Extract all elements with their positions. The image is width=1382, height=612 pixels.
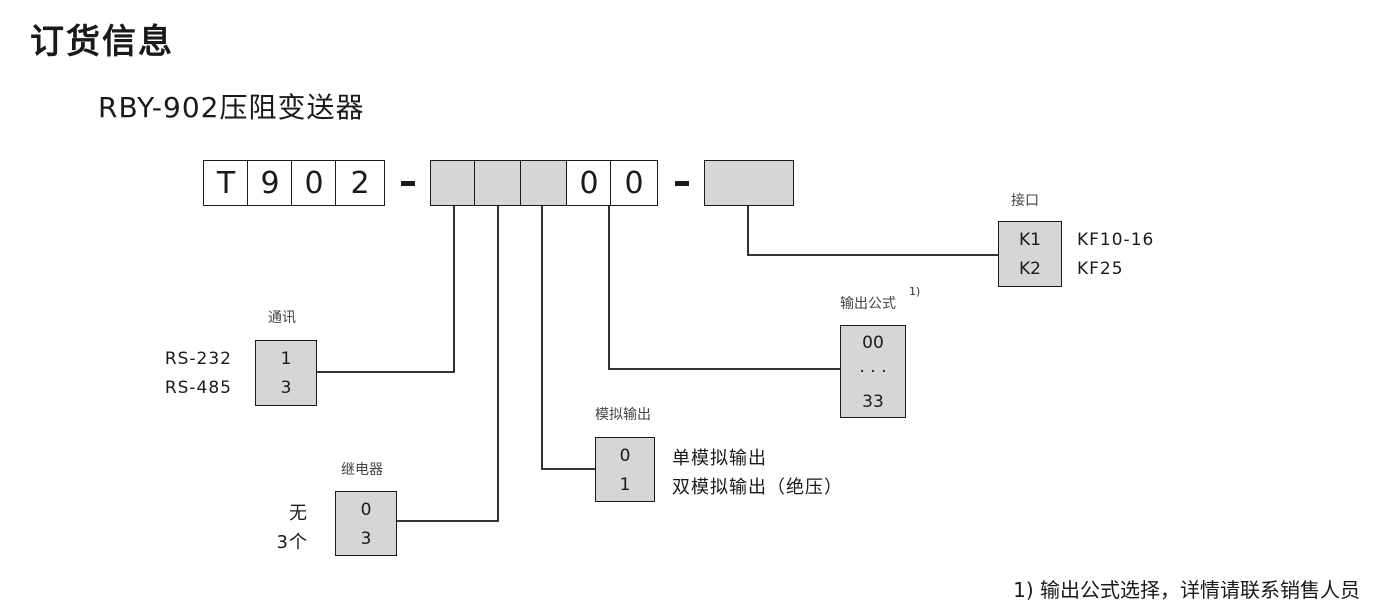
output-formula-options-box [840,325,906,418]
output-formula-note-mark: 1) [909,285,921,298]
interface-desc-k2: KF25 [1077,259,1124,279]
interface-options-box [998,221,1062,287]
analog-output-code-1: 1 [619,475,631,495]
relay-desc-three: 3个 [276,532,308,553]
line-relay [397,206,499,522]
line-analog-output [541,206,595,470]
code-separator-2 [675,181,689,186]
analog-output-desc-single: 单模拟输出 [672,448,767,469]
line-output-formula [608,206,840,370]
interface-code-k2: K2 [1019,259,1041,279]
communication-options-box [255,340,317,406]
output-formula-ellipsis: · · · [859,362,887,382]
relay-code-0: 0 [360,500,372,520]
code-slot-relay [474,160,522,206]
output-formula-code-00: 00 [862,333,884,353]
output-formula-code-33: 33 [862,392,884,412]
communication-code-1: 1 [280,349,292,369]
interface-code-k1: K1 [1019,230,1041,250]
interface-label: 接口 [1011,193,1039,209]
line-interface [747,206,998,256]
code-cell-2: 2 [335,160,385,206]
communication-label: 通讯 [268,310,296,326]
code-slot-communication [430,160,476,206]
code-slot-analog-output [520,160,568,206]
analog-output-code-0: 0 [619,446,631,466]
communication-desc-rs485: RS-485 [164,378,232,398]
output-formula-label: 输出公式 [840,296,896,312]
line-communication [317,206,455,373]
communication-code-3: 3 [280,378,292,398]
interface-desc-k1: KF10-16 [1077,230,1155,250]
code-separator-1 [401,181,415,186]
model-name: RBY-902压阻变送器 [98,91,365,124]
code-cell-0: 0 [291,160,337,206]
analog-output-desc-dual: 双模拟输出（绝压） [672,477,843,498]
code-cell-fixed-0a: 0 [566,160,612,206]
relay-desc-none: 无 [289,503,308,524]
code-slot-interface [704,160,794,206]
code-cell-9: 9 [247,160,293,206]
relay-code-3: 3 [360,529,372,549]
relay-label: 继电器 [341,462,383,478]
code-cell-fixed-0b: 0 [610,160,658,206]
communication-desc-rs232: RS-232 [164,349,232,369]
page-title: 订货信息 [30,22,174,62]
analog-output-label: 模拟输出 [595,407,651,423]
analog-output-options-box [595,437,655,502]
footnote: 1) 输出公式选择，详情请联系销售人员 [1013,578,1360,602]
code-cell-t: T [203,160,249,206]
relay-options-box [335,491,397,556]
